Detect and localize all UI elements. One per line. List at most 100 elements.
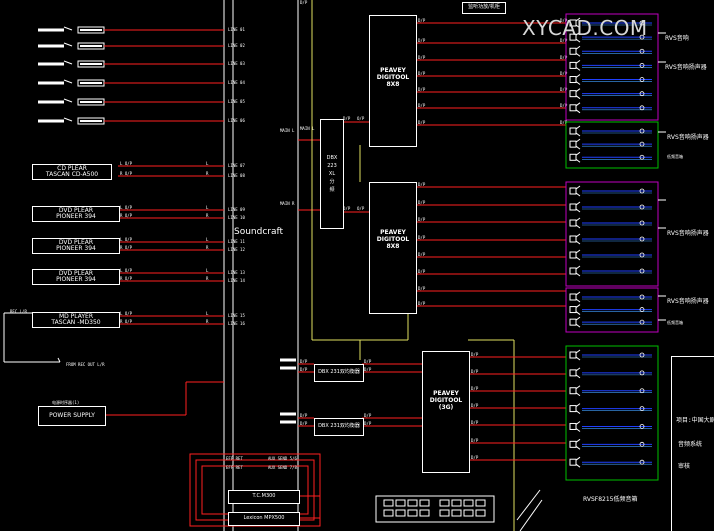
eff-ret-1: EFF RET <box>226 456 243 461</box>
title-block-system: 音频系统 <box>678 441 703 448</box>
speaker-icon <box>575 403 581 408</box>
speaker-icon <box>569 440 577 448</box>
dp-label: D/P <box>418 286 426 291</box>
source-model: TASCAN CD-A500 <box>45 171 99 178</box>
speaker-terminal <box>639 441 645 447</box>
speaker-terminal <box>639 370 645 376</box>
dp-label: D/P <box>418 301 426 306</box>
rvs-label-1: RVS音响 <box>665 35 689 42</box>
eff-ret-2: EFF RET <box>226 465 243 470</box>
speaker-icon <box>569 405 577 413</box>
source-channel-label: R <box>206 276 209 281</box>
source-output-label: R O/P <box>120 213 133 218</box>
speaker-icon <box>575 367 581 372</box>
dbx-eq-label: DBX 231双均衡器 <box>318 369 360 375</box>
source-line-label: LINE 15 <box>228 313 245 318</box>
rack-button <box>383 499 394 507</box>
speaker-icon <box>569 127 577 135</box>
main-r-label: MAIN R <box>280 201 295 206</box>
speaker-group-frame <box>565 121 659 169</box>
peavey-line: 8X8 <box>386 243 400 250</box>
mic-jack <box>63 98 73 103</box>
dp-label: D/P <box>300 359 308 364</box>
speaker-icon <box>575 88 581 93</box>
speaker-terminal <box>639 220 645 226</box>
rack-button <box>439 509 450 517</box>
speaker-icon <box>569 306 577 314</box>
dbx-crossover-label: DBX 223 XL 分 频 <box>321 154 343 194</box>
speaker-icon <box>569 104 577 112</box>
source-box-dvd-2: DVD PLEAR PIONEER 394 <box>32 238 120 254</box>
rack-button <box>395 509 406 517</box>
mic-line-label: LINE 01 <box>228 27 245 32</box>
speaker-icon <box>575 392 581 397</box>
source-channel-label: L <box>206 205 209 210</box>
speaker-icon <box>575 138 581 143</box>
mic-line-label: LINE 05 <box>228 99 245 104</box>
source-box-dvd-3: DVD PLEAR PIONEER 394 <box>32 269 120 285</box>
speaker-icon <box>575 323 581 328</box>
rvs-label-5: RVS音响扬声器 <box>667 298 709 305</box>
dbx-eq-label: DBX 231双均衡器 <box>318 423 360 429</box>
source-output-label: L O/P <box>120 161 133 166</box>
dp-label: D/P <box>343 206 351 211</box>
top-dp-label: D/P <box>300 0 308 5</box>
source-output-label: R O/P <box>120 319 133 324</box>
speaker-terminal <box>639 63 645 68</box>
source-channel-label: L <box>206 161 209 166</box>
source-box-dvd-1: DVD PLEAR PIONEER 394 <box>32 206 120 222</box>
speaker-icon <box>575 256 581 261</box>
rack-button <box>463 499 474 507</box>
speaker-icon <box>569 369 577 377</box>
source-line-label: LINE 08 <box>228 173 245 178</box>
fx-unit-label: Lexicon MPX500 <box>243 515 285 521</box>
speaker-icon <box>569 318 577 326</box>
speaker-icon <box>575 356 581 361</box>
dbx-line: 频 <box>329 187 335 193</box>
speaker-icon <box>575 410 581 415</box>
dp-label: D/P <box>300 413 308 418</box>
speaker-icon <box>575 304 581 308</box>
dbx-line: XL <box>328 171 336 177</box>
rack-button <box>395 499 406 507</box>
speaker-icon <box>569 267 577 275</box>
dp-label: D/P <box>418 103 426 108</box>
speaker-icon <box>575 201 581 206</box>
source-output-label: L O/P <box>120 237 133 242</box>
source-channel-label: L <box>206 311 209 316</box>
speaker-icon <box>575 421 581 425</box>
source-name: DVD PLEAR <box>58 239 94 246</box>
speaker-icon <box>569 47 577 55</box>
speaker-icon <box>575 374 581 379</box>
speaker-terminal <box>639 352 645 358</box>
speaker-icon <box>569 387 577 395</box>
dp-label: D/P <box>418 120 426 125</box>
dp-label: D/P <box>560 71 568 76</box>
fx-unit-lexicon: Lexicon MPX500 <box>228 512 300 526</box>
dp-label: D/P <box>471 352 479 357</box>
speaker-icon <box>569 187 577 195</box>
source-output-label: R O/P <box>120 245 133 250</box>
speaker-icon <box>575 132 581 137</box>
speaker-icon <box>575 45 581 50</box>
speaker-terminal <box>639 406 645 412</box>
speaker-icon <box>575 67 581 71</box>
title-block-review: 审核 <box>678 463 691 470</box>
rvs-label-2: RVS音响扬声器 <box>665 64 707 71</box>
speaker-terminal <box>639 34 645 40</box>
source-output-label: L O/P <box>120 311 133 316</box>
dp-label: D/P <box>560 38 568 43</box>
dp-label: D/P <box>471 455 479 460</box>
speaker-terminal <box>639 141 645 147</box>
dbx-line: 223 <box>327 163 337 169</box>
dp-label: D/P <box>471 420 479 425</box>
aux-send-2: AUX SEND 7/8 <box>268 465 297 470</box>
speaker-icon <box>569 235 577 243</box>
speaker-terminal <box>639 424 645 429</box>
aux-send-1: AUX SEND 5/6 <box>268 456 297 461</box>
fx-unit-label: T.C.M300 <box>252 493 276 499</box>
source-channel-label: R <box>206 245 209 250</box>
rack-button <box>439 499 450 507</box>
source-model: PIONEER 394 <box>56 245 96 252</box>
speaker-icon <box>575 52 581 57</box>
